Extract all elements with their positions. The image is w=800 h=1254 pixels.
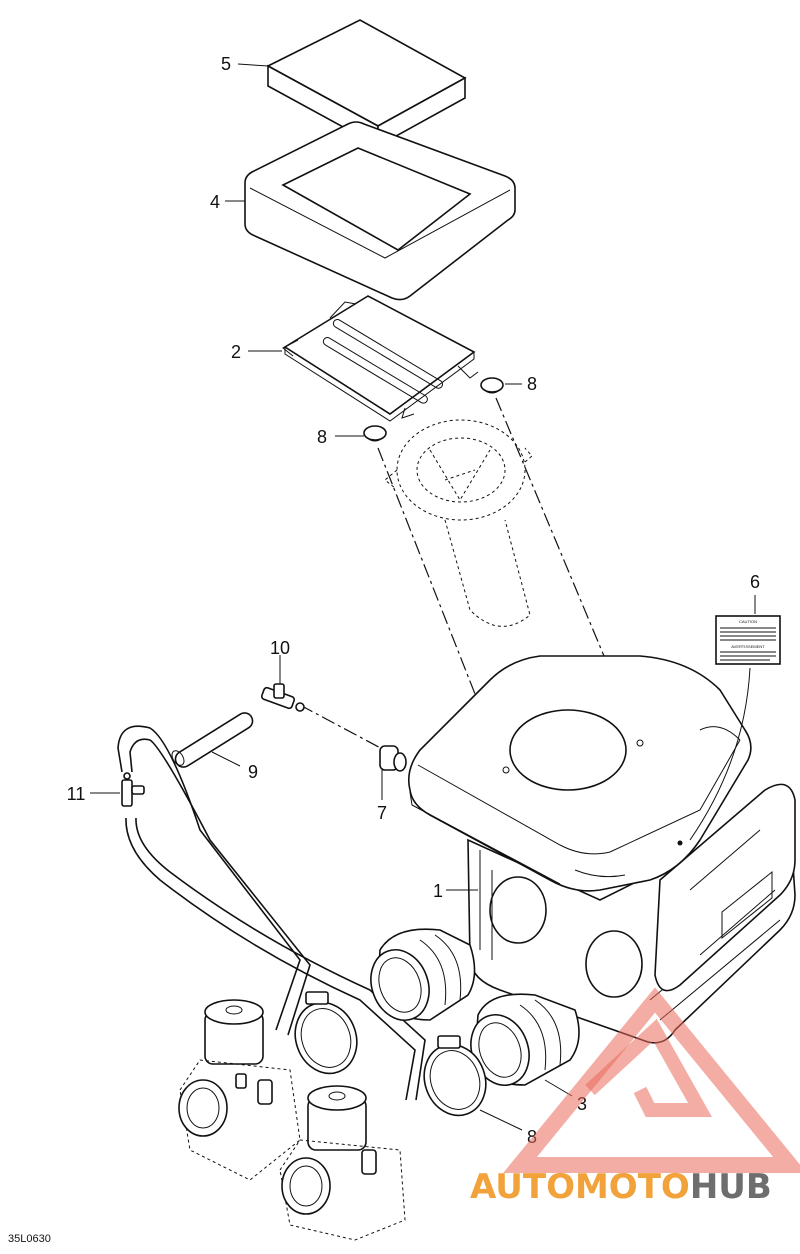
part-7-grommet — [379, 745, 407, 772]
callout-numbers: 5 4 2 8 8 6 10 9 7 11 1 3 8 — [67, 54, 760, 1147]
callout-11: 11 — [67, 784, 86, 804]
callout-4: 4 — [210, 192, 220, 212]
vent-hoses — [117, 725, 426, 1101]
watermark-text: AUTOMOTOHUB — [470, 1167, 772, 1207]
watermark-logo: AUTOMOTOHUB — [470, 987, 800, 1207]
document-id: 35L0630 — [8, 1233, 51, 1245]
callout-1: 1 — [433, 881, 443, 901]
callout-7: 7 — [377, 803, 387, 823]
part-5-filter-pad — [266, 19, 467, 148]
part-8-plug-left — [363, 425, 387, 442]
callout-6: 6 — [750, 572, 760, 592]
callout-8-top-left: 8 — [317, 427, 327, 447]
callout-2: 2 — [231, 342, 241, 362]
part-10-t-fitting — [260, 683, 305, 712]
label-heading-caution: CAUTION — [739, 619, 757, 624]
watermark-text-part2: HUB — [690, 1167, 772, 1207]
part-6-caution-label: CAUTION AVERTISSEMENT — [715, 615, 781, 665]
part-3-adaptor-left — [370, 928, 476, 1021]
watermark-text-part1: AUTOMOTO — [470, 1167, 690, 1207]
inner-flange-hidden — [384, 419, 533, 627]
callout-8-top-right: 8 — [527, 374, 537, 394]
callout-5: 5 — [221, 54, 231, 74]
part-8-clamp-left — [294, 991, 358, 1075]
callout-8-bottom: 8 — [527, 1127, 537, 1147]
part-1-airbox — [407, 655, 796, 1044]
part-2-plate — [282, 295, 479, 422]
callout-3: 3 — [577, 1094, 587, 1114]
part-3-adaptor-right — [470, 993, 580, 1086]
leader-lines — [90, 63, 756, 1131]
carburetor-left — [178, 999, 301, 1181]
part-4-foam-frame — [244, 121, 516, 301]
part-8-plug-right — [480, 377, 504, 394]
part-8-clamp-right — [423, 1035, 487, 1117]
part-11-fitting — [121, 772, 145, 807]
label-heading-avertissement: AVERTISSEMENT — [731, 644, 765, 649]
callout-10: 10 — [270, 638, 290, 658]
part-9-hose — [171, 712, 254, 768]
callout-9: 9 — [248, 762, 258, 782]
carburetor-right — [279, 1085, 406, 1241]
